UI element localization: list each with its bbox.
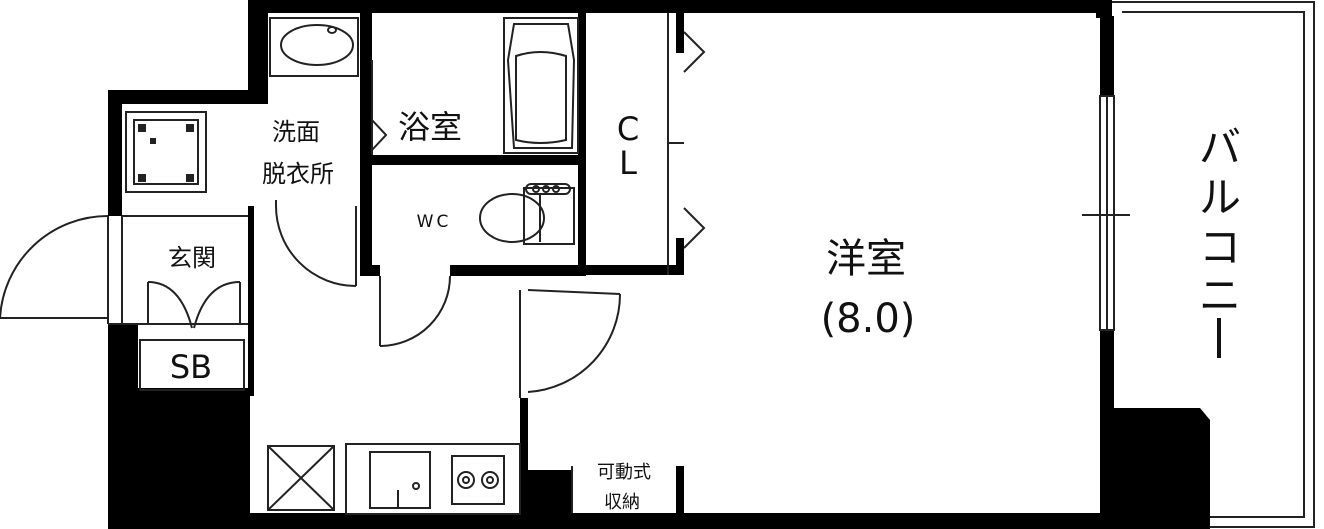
balcony-label: バ ル コ ニ (1199, 123, 1241, 358)
storage-label-line1: 可動式 (597, 462, 651, 483)
stove-burners (457, 471, 499, 489)
balcony-char: ニ (1199, 271, 1241, 320)
bathtub (503, 17, 579, 154)
toilet-tank (525, 183, 571, 195)
balcony-char: コ (1199, 223, 1241, 272)
bathroom-label: 浴室 (398, 108, 462, 146)
washroom-label-line1: 洗面 (272, 118, 320, 146)
toilet-label: WC (417, 212, 452, 232)
western-room-size: (8.0) (821, 296, 916, 342)
interior-lines (0, 13, 1130, 515)
washer-feet (138, 124, 194, 182)
storage-label-line2: 収納 (604, 492, 640, 513)
exterior-walls (108, 0, 1210, 529)
shoe-box-label: SB (170, 348, 212, 386)
balcony-char-long-vowel (1217, 318, 1221, 358)
western-room-name: 洋室 (826, 236, 906, 282)
balcony-char: バ (1199, 123, 1241, 172)
closet-label-line2: L (619, 144, 637, 182)
balcony-char: ル (1199, 173, 1241, 222)
balcony-area (1112, 1, 1315, 528)
closet-label-line1: C (617, 110, 639, 148)
entrance-label: 玄関 (168, 244, 216, 272)
washroom-label-line2: 脱衣所 (262, 160, 334, 188)
